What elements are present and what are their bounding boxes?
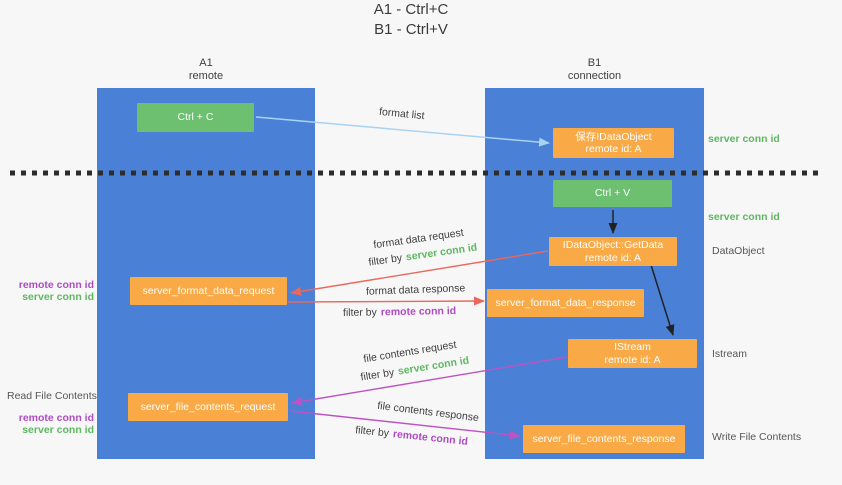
lifeline-header-b1: B1 connection	[485, 57, 704, 83]
left-conn-id-group-2: remote conn id server conn id	[10, 412, 94, 436]
istream-annotation: Istream	[712, 348, 748, 360]
save-idataobject-line2: remote id: A	[585, 143, 642, 155]
server-conn-id-annotation: server conn id	[22, 424, 94, 436]
arrow-format-data-response	[287, 296, 485, 306]
remote-conn-id-annotation: remote conn id	[18, 412, 94, 424]
getdata-box: IDataObject::GetData remote id: A	[549, 237, 677, 266]
filter-by-text: filter by	[359, 366, 396, 384]
server-format-data-request-box: server_format_data_request	[130, 277, 287, 305]
getdata-line1: IDataObject::GetData	[562, 239, 664, 251]
server-conn-id-annotation-top: server conn id	[708, 133, 780, 145]
server-conn-id-annotation-mid: server conn id	[708, 211, 780, 223]
server-format-data-response-box: server_format_data_response	[487, 289, 644, 317]
filter-by-text: filter by	[367, 251, 403, 269]
server-conn-id-annotation: server conn id	[22, 291, 94, 303]
save-idataobject-box: 保存IDataObject remote id: A	[553, 128, 674, 158]
lifeline-b1-id: B1	[587, 57, 602, 69]
read-file-contents-annotation: Read File Contents	[7, 390, 97, 402]
remote-conn-id-text: remote conn id	[392, 428, 469, 448]
format-list-label: format list	[378, 105, 425, 123]
lifeline-header-a1: A1 remote	[97, 57, 315, 83]
format-data-response-label: format data response	[365, 282, 466, 298]
server-file-contents-response-box: server_file_contents_response	[523, 425, 685, 453]
left-conn-id-group-1: remote conn id server conn id	[10, 279, 94, 303]
ctrl-c-box: Ctrl + C	[137, 103, 254, 132]
server-file-contents-request-label: server_file_contents_request	[140, 400, 276, 413]
write-file-contents-annotation: Write File Contents	[712, 431, 802, 443]
title-line-2: B1 - Ctrl+V	[374, 21, 448, 38]
title-line-1: A1 - Ctrl+C	[373, 1, 449, 18]
getdata-line2: remote id: A	[584, 251, 642, 264]
server-file-contents-response-label: server_file_contents_response	[532, 432, 676, 445]
ctrl-v-box: Ctrl + V	[553, 180, 672, 207]
file-contents-response-label: file contents response	[376, 399, 480, 425]
diagram-title: A1 - Ctrl+C B1 - Ctrl+V	[0, 0, 822, 40]
istream-box: IStream remote id: A	[568, 339, 697, 368]
istream-line1: IStream	[614, 341, 651, 353]
server-file-contents-request-box: server_file_contents_request	[128, 393, 288, 421]
save-idataobject-line1: 保存IDataObject	[575, 130, 652, 143]
lifeline-a1-role: remote	[188, 70, 224, 82]
ctrl-c-label: Ctrl + C	[177, 111, 214, 124]
istream-line2: remote id: A	[604, 353, 661, 366]
ctrl-v-label: Ctrl + V	[594, 187, 631, 200]
lifeline-b1-role: connection	[567, 70, 622, 82]
filter-by-text: filter by	[342, 306, 377, 319]
remote-conn-id-text: remote conn id	[380, 305, 457, 319]
server-format-data-request-label: server_format_data_request	[142, 284, 275, 297]
dataobject-annotation: DataObject	[712, 245, 765, 257]
server-format-data-response-label: server_format_data_response	[495, 296, 636, 309]
lifeline-a1-id: A1	[199, 57, 213, 69]
filter-by-text: filter by	[354, 424, 390, 440]
remote-conn-id-annotation: remote conn id	[18, 279, 94, 291]
